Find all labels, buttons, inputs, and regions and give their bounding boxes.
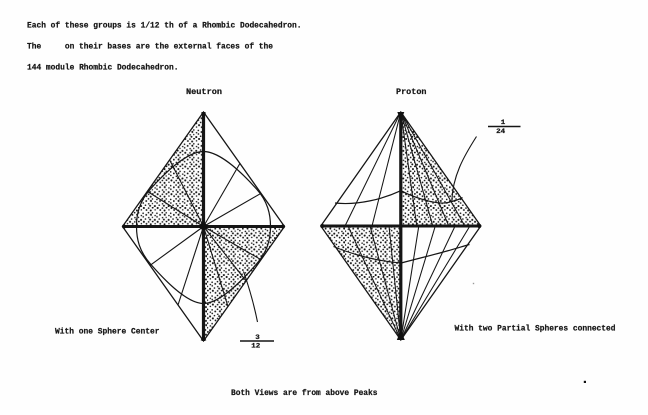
svg-text:The on their bases are the: The on their bases are the external face…	[27, 42, 273, 52]
svg-text:3: 3	[255, 334, 260, 341]
svg-text:12: 12	[251, 342, 260, 349]
svg-text:24: 24	[496, 128, 505, 135]
svg-text:Each of these groups is 1/12 t: Each of these groups is 1/12 th of a Rho…	[27, 20, 302, 30]
svg-text:Proton: Proton	[396, 87, 427, 97]
svg-text:With two Partial Spheres conne: With two Partial Spheres connected	[455, 324, 616, 334]
svg-text:144 module Rhombic Dodecahedro: 144 module Rhombic Dodecahedron.	[27, 62, 179, 72]
svg-text:Both Views are from above Peak: Both Views are from above Peaks	[231, 388, 378, 398]
svg-text:Neutron: Neutron	[186, 87, 222, 97]
svg-text:With one Sphere Center: With one Sphere Center	[55, 327, 160, 337]
svg-text:1: 1	[501, 119, 506, 126]
